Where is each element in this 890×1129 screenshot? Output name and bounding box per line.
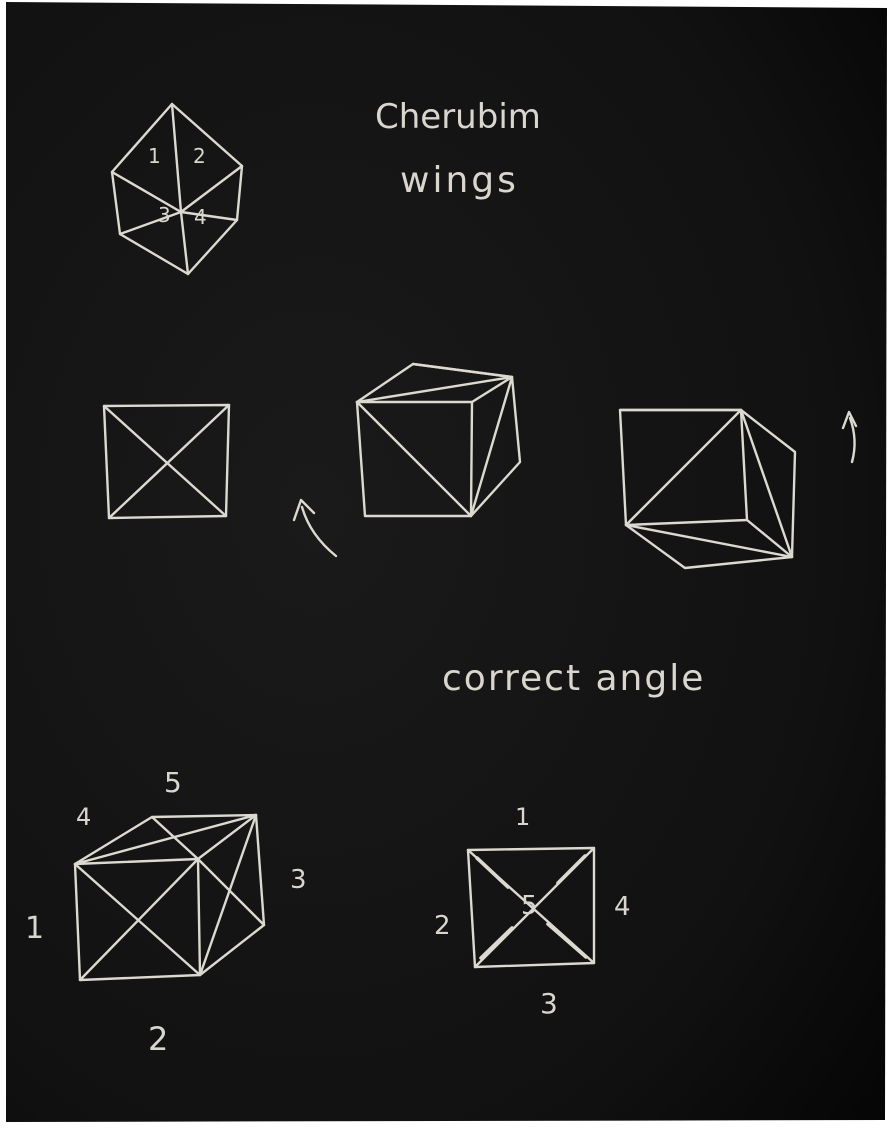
octahedron-number-1: 1 — [148, 144, 161, 168]
cube-label-left: 1 — [25, 911, 44, 946]
octahedron-number-4: 4 — [194, 205, 207, 229]
cube-label-top-left: 4 — [76, 803, 91, 831]
octahedron-number-2: 2 — [193, 144, 206, 168]
square-label-right: 4 — [614, 892, 631, 922]
title-line-1: Cherubim — [375, 97, 541, 137]
cube-label-bottom: 2 — [148, 1020, 168, 1058]
square-label-left: 2 — [434, 911, 451, 941]
octahedron-number-3: 3 — [158, 203, 171, 227]
square-label-center: 5 — [521, 891, 538, 921]
square-label-top: 1 — [515, 803, 530, 831]
title-line-2: wings — [400, 160, 519, 201]
cube-label-top: 5 — [164, 766, 182, 799]
square-label-bottom: 3 — [540, 987, 558, 1020]
cube-label-right: 3 — [290, 865, 307, 895]
caption-correct-angle: correct angle — [442, 658, 705, 699]
